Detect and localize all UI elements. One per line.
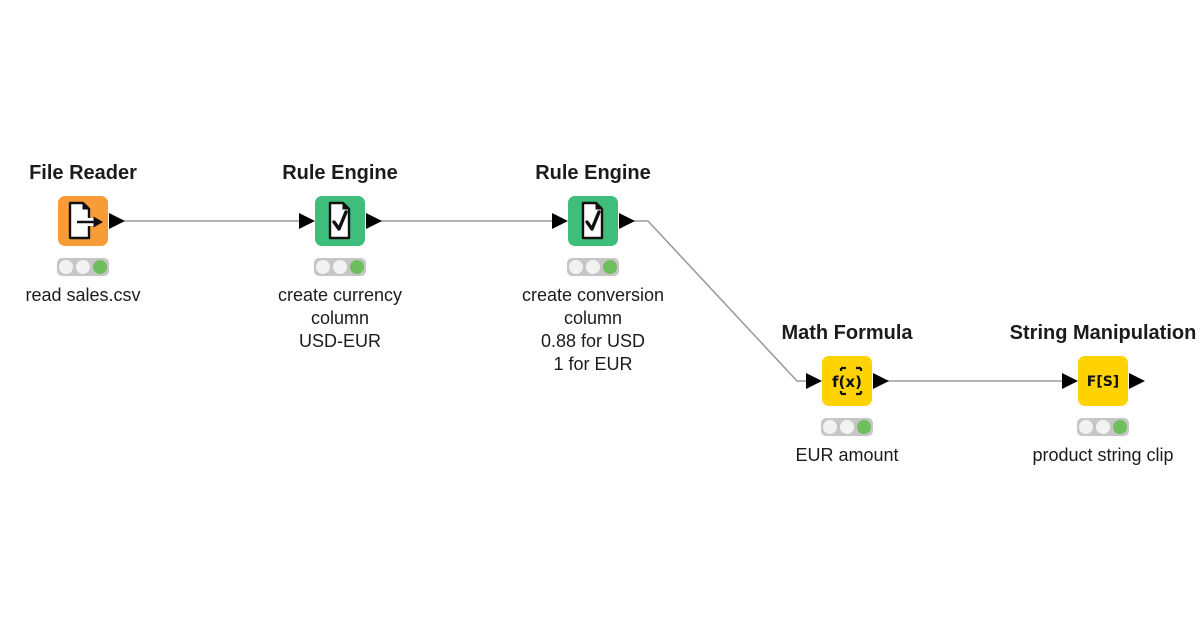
output-port[interactable] xyxy=(873,373,889,389)
node-title: Rule Engine xyxy=(282,162,398,184)
status-light-green xyxy=(1113,420,1127,434)
status-light-red xyxy=(1079,420,1093,434)
status-light-yellow xyxy=(1096,420,1110,434)
status-traffic-light xyxy=(314,258,366,276)
status-light-yellow xyxy=(840,420,854,434)
node-rule-engine-2: Rule Engine create conversion column 0.8… xyxy=(493,160,693,390)
svg-text:f(x): f(x) xyxy=(832,373,862,391)
connection-rule-engine-2-to-math-formula[interactable] xyxy=(633,220,807,382)
node-string-manipulation: String Manipulation F[S] product string … xyxy=(1003,320,1200,550)
svg-text:F[S]: F[S] xyxy=(1087,374,1119,390)
output-port[interactable] xyxy=(109,213,125,229)
annotation-line: USD-EUR xyxy=(298,331,381,351)
node-annotation: create conversion column 0.88 for USD 1 … xyxy=(463,284,723,376)
annotation-line: read sales.csv xyxy=(25,285,141,305)
node-annotation: read sales.csv xyxy=(0,284,213,307)
status-light-yellow xyxy=(333,260,347,274)
annotation-line: 1 for EUR xyxy=(553,354,633,374)
string-function-icon: F[S] xyxy=(1087,374,1119,390)
input-port[interactable] xyxy=(1062,373,1078,389)
string-manipulation-node-icon[interactable]: F[S] xyxy=(1078,356,1128,406)
file-export-icon xyxy=(68,201,103,240)
output-port[interactable] xyxy=(366,213,382,229)
file-reader-node-icon[interactable] xyxy=(58,196,108,246)
node-annotation: product string clip xyxy=(973,444,1200,467)
math-formula-node-icon[interactable]: f(x) xyxy=(822,356,872,406)
status-traffic-light xyxy=(821,418,873,436)
node-math-formula: Math Formula f(x) EUR amount xyxy=(747,320,947,550)
node-title: Math Formula xyxy=(781,322,913,344)
status-light-green xyxy=(857,420,871,434)
node-rule-engine-1: Rule Engine create currency column USD-E… xyxy=(240,160,440,390)
output-port[interactable] xyxy=(1129,373,1145,389)
node-annotation: create currency column USD-EUR xyxy=(210,284,470,353)
annotation-line: create currency xyxy=(277,285,403,305)
node-title: File Reader xyxy=(29,162,137,184)
status-light-yellow xyxy=(76,260,90,274)
fx-icon: f(x) xyxy=(832,366,863,396)
status-light-red xyxy=(59,260,73,274)
annotation-line: column xyxy=(310,308,370,328)
status-light-green xyxy=(350,260,364,274)
annotation-line: product string clip xyxy=(1032,445,1174,465)
status-light-red xyxy=(823,420,837,434)
status-light-red xyxy=(569,260,583,274)
status-traffic-light xyxy=(57,258,109,276)
annotation-line: create conversion xyxy=(521,285,665,305)
node-file-reader: File Reader read sales.csv xyxy=(0,160,183,390)
input-port[interactable] xyxy=(552,213,568,229)
rule-engine-node-icon[interactable] xyxy=(315,196,365,246)
input-port[interactable] xyxy=(299,213,315,229)
node-title: Rule Engine xyxy=(535,162,651,184)
node-title: String Manipulation xyxy=(1009,322,1197,344)
status-light-yellow xyxy=(586,260,600,274)
annotation-line: 0.88 for USD xyxy=(540,331,646,351)
annotation-line: column xyxy=(563,308,623,328)
document-check-icon xyxy=(581,201,604,240)
status-traffic-light xyxy=(1077,418,1129,436)
rule-engine-node-icon[interactable] xyxy=(568,196,618,246)
status-light-red xyxy=(316,260,330,274)
output-port[interactable] xyxy=(619,213,635,229)
annotation-line: EUR amount xyxy=(795,445,899,465)
status-light-green xyxy=(603,260,617,274)
status-light-green xyxy=(93,260,107,274)
status-traffic-light xyxy=(567,258,619,276)
input-port[interactable] xyxy=(806,373,822,389)
document-check-icon xyxy=(328,201,351,240)
node-annotation: EUR amount xyxy=(717,444,977,467)
